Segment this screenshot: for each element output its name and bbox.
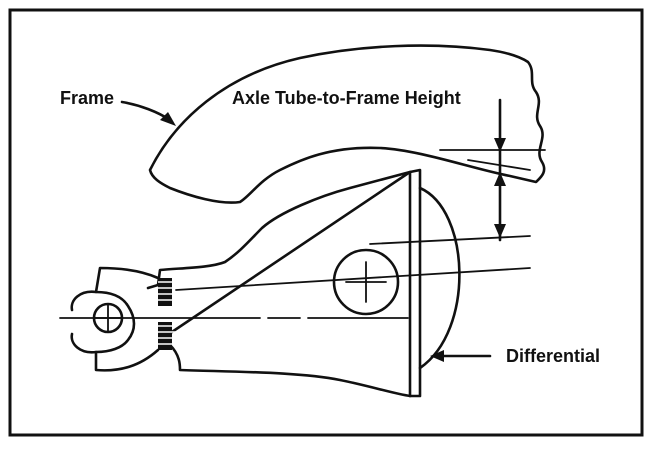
differential-cover-shape [418, 186, 461, 370]
frame-label: Frame [60, 88, 114, 108]
axle-housing-shape [146, 168, 422, 398]
yoke-ears [70, 290, 98, 354]
figure-border [8, 8, 644, 437]
differential-leader-arrow [430, 350, 444, 362]
height-dimension [467, 98, 531, 242]
centerlines [59, 149, 546, 319]
differential-label: Differential [506, 346, 600, 366]
frame-leader-arrow [160, 112, 176, 126]
measurement-label: Axle Tube-to-Frame Height [232, 88, 461, 108]
yoke-shape [94, 266, 160, 372]
pinion-splines [158, 278, 176, 350]
axle-tube-crosshair [345, 261, 387, 303]
frame-rail-shape [148, 44, 546, 204]
axle-tube-circle [332, 248, 400, 316]
